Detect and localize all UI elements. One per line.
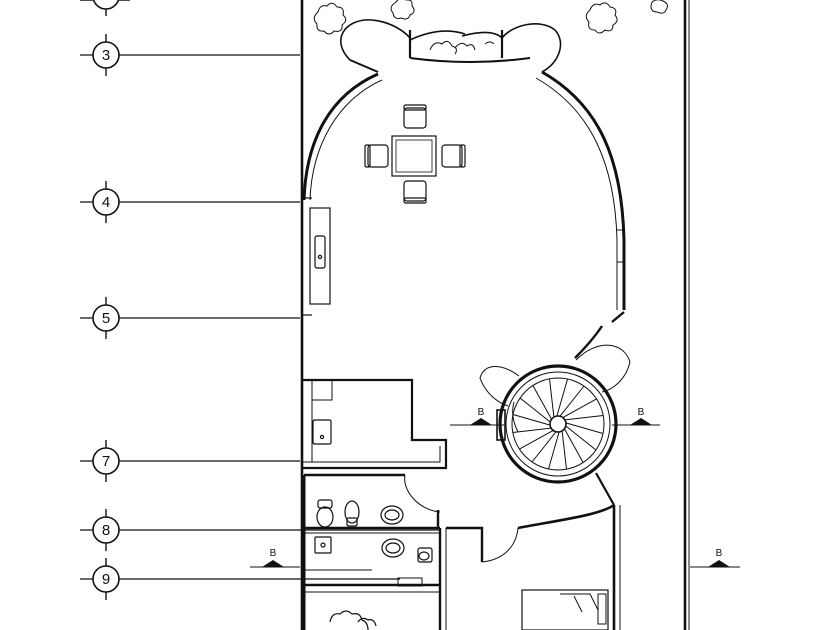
stair-tread [561, 430, 567, 470]
grid-axis-4: 4 [80, 181, 300, 223]
stair-tread [531, 431, 557, 463]
washbasin-icon [380, 505, 404, 525]
grid-axis-5-label: 5 [102, 310, 110, 327]
grid-axis-markers: 3 4 5 7 8 9 [80, 0, 440, 600]
main-hall [302, 70, 626, 359]
shower-icon [314, 536, 332, 554]
dining-table [391, 135, 437, 177]
stair-tread [532, 385, 553, 420]
toilet-icon [316, 499, 334, 528]
stair-tread [565, 422, 604, 434]
grid-axis-8-label: 8 [102, 522, 110, 539]
stair-tread [519, 429, 554, 450]
dining-set [364, 104, 466, 204]
spiral-staircase [479, 344, 631, 506]
section-marker-b-label: B [478, 407, 485, 418]
stair-tread [548, 431, 560, 470]
section-marker-b-label: B [638, 407, 645, 418]
section-marker-b: B [450, 407, 504, 426]
stair-tread [564, 415, 604, 421]
stair-tread [556, 378, 568, 417]
section-marker-b: B [250, 548, 300, 568]
plant-icon [329, 610, 377, 630]
grid-axis-4-label: 4 [102, 194, 110, 211]
toilet-icon [417, 547, 433, 563]
grid-axis-7-label: 7 [102, 453, 110, 470]
wall-counter [302, 197, 331, 316]
grid-axis-3: 3 [80, 34, 300, 76]
lower-room [304, 591, 440, 630]
tree-icon [313, 2, 347, 35]
hall-right-lower [611, 311, 625, 323]
tree-icon [650, 0, 668, 14]
grid-axis-top [80, 0, 130, 16]
bathrooms [302, 473, 447, 630]
hall-left-arc [302, 72, 379, 201]
stair-tread [559, 385, 585, 417]
section-marker-b-label: B [270, 548, 277, 559]
grid-axis-8: 8 [80, 509, 440, 551]
kitchen-sink-icon [312, 419, 332, 445]
tree-icon [390, 0, 415, 20]
tree-icon [585, 2, 618, 34]
stair-tread [512, 427, 552, 433]
bidet-icon [344, 500, 360, 527]
sink-icon [314, 235, 326, 269]
grid-axis-7: 7 [80, 440, 300, 482]
stair-tread [512, 414, 551, 426]
stair-tread [549, 378, 555, 418]
chair-icon [403, 104, 427, 129]
section-marker-b: B [612, 407, 660, 426]
stair-tread [565, 425, 597, 451]
grid-axis-9: 9 [80, 558, 400, 600]
chair-icon [364, 144, 389, 168]
washbasin-icon [381, 538, 405, 558]
section-markers: B B B B [250, 407, 740, 568]
grid-axis-5: 5 [80, 297, 300, 339]
grid-axis-3-label: 3 [102, 47, 110, 64]
bed-icon [521, 589, 609, 630]
hall-right-arc [541, 70, 626, 310]
bedroom [446, 503, 621, 630]
section-marker-b: B [690, 548, 740, 568]
stair-tread [519, 397, 551, 423]
kitchen [302, 378, 448, 470]
stair-treads [512, 378, 604, 470]
grid-axis-9-label: 9 [102, 571, 110, 588]
top-entry-bays [340, 19, 562, 73]
garden-trees [313, 0, 668, 55]
chair-icon [441, 144, 466, 168]
plant-bed [429, 40, 495, 55]
stair-tread [563, 428, 584, 463]
property-walls [300, 0, 690, 630]
chair-icon [403, 180, 427, 204]
stair-tread [562, 398, 597, 419]
section-marker-b-label: B [716, 548, 723, 559]
